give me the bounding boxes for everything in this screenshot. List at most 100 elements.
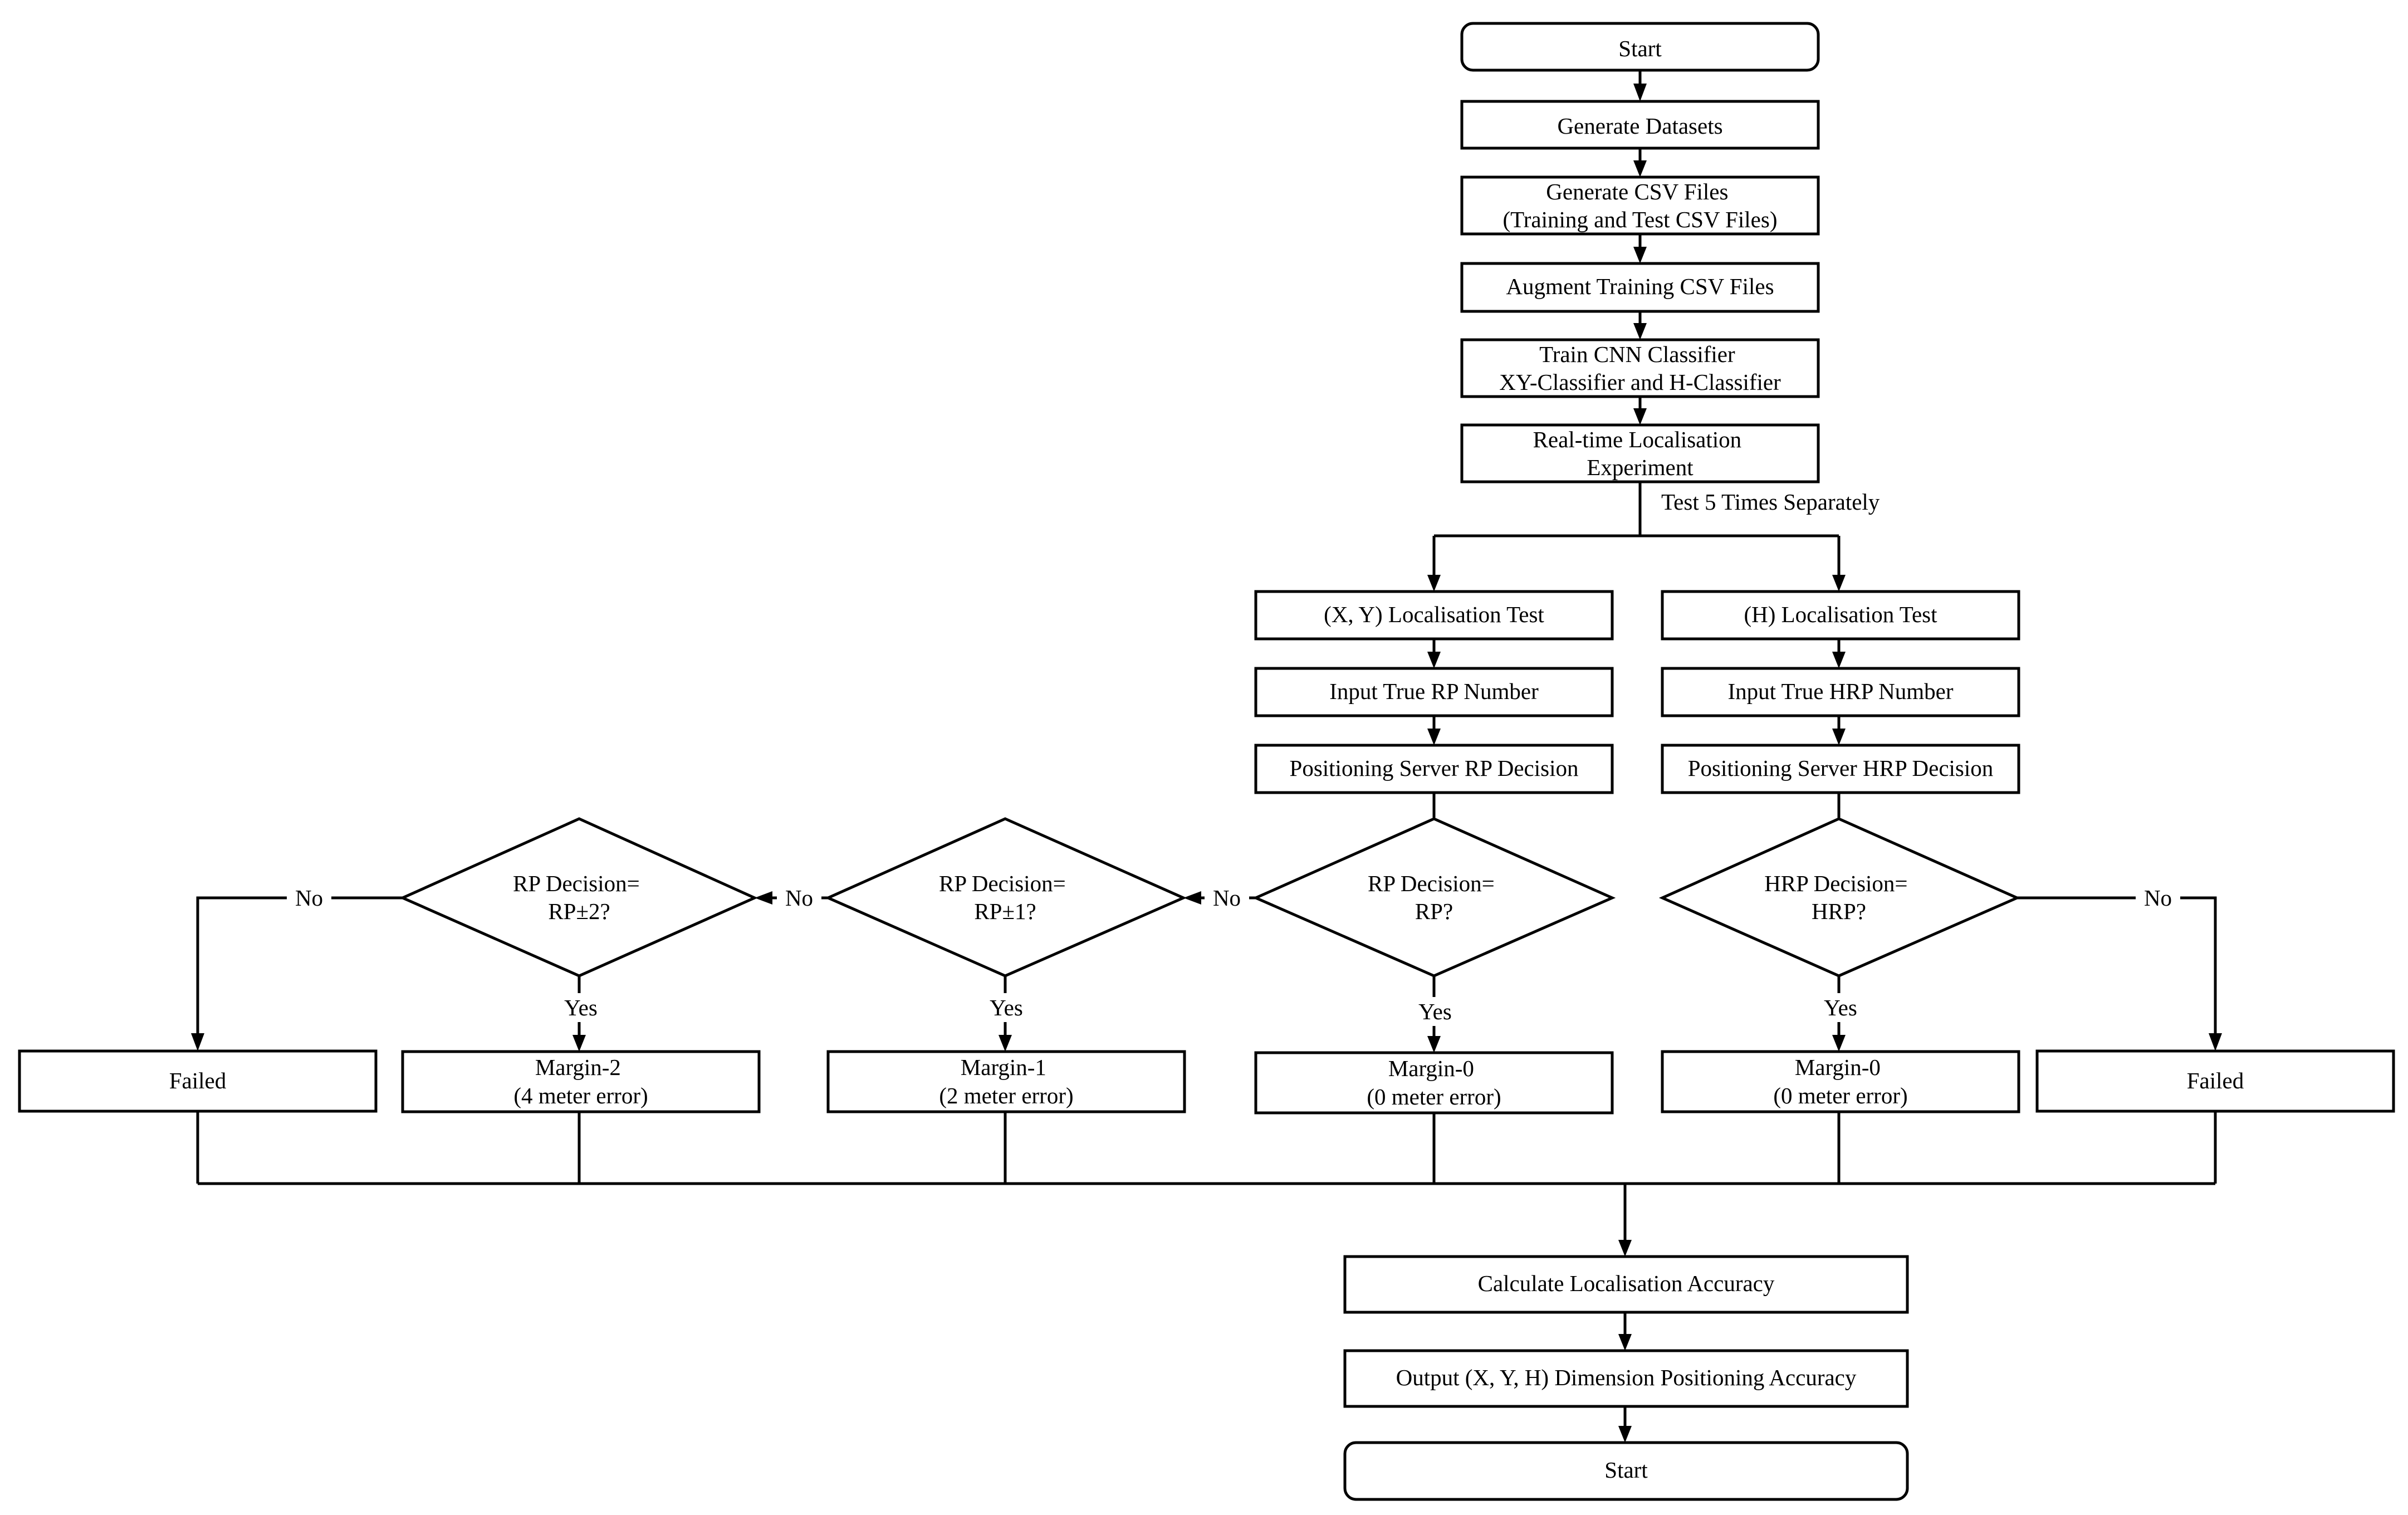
- arrowhead: [191, 1033, 204, 1051]
- decision-rp: [1252, 817, 1616, 978]
- calculate-accuracy-label: Calculate Localisation Accuracy: [1478, 1270, 1775, 1296]
- decision-rp2: [399, 817, 758, 978]
- realtime-experiment-node: [1460, 423, 1820, 483]
- margin0-xy-node: [1254, 1051, 1614, 1115]
- svg-text:Failed: Failed: [169, 1068, 226, 1093]
- train-cnn-node: [1460, 338, 1820, 398]
- arrowhead: [755, 891, 772, 905]
- margin0-xy-label-2: (0 meter error): [1367, 1084, 1501, 1110]
- h-input-node: [1661, 667, 2020, 717]
- svg-text:Real-time Localisation E: Real-time Localisation Experiment: [1533, 427, 1748, 480]
- svg-text:Margin-0 (0 meter error): Margin-0 (0 meter error): [1367, 1055, 1501, 1110]
- decision-rp1-label-1: RP Decision=: [939, 871, 1066, 896]
- decision-hrp-label-2: HRP?: [1812, 898, 1866, 924]
- margin1-node: [826, 1050, 1186, 1113]
- svg-text:Start: Start: [1618, 36, 1662, 61]
- svg-text:Input True RP Number: Input True RP Number: [1329, 678, 1539, 704]
- failed-left-label: Failed: [169, 1068, 226, 1093]
- margin0-h-label-1: Margin-0: [1795, 1054, 1881, 1080]
- svg-text:(H) Localisation Test: (H) Localisation Test: [1744, 602, 1937, 627]
- svg-text:Margin-0 (0 meter error): Margin-0 (0 meter error): [1773, 1054, 1907, 1108]
- svg-text:Margin-2 (4 meter error): Margin-2 (4 meter error): [513, 1054, 648, 1108]
- xy-input-label: Input True RP Number: [1329, 678, 1539, 704]
- h-test-label: (H) Localisation Test: [1744, 602, 1937, 627]
- arrowhead: [999, 1035, 1012, 1052]
- svg-text:Augment Training CSV Files: Augment Training CSV Files: [1506, 273, 1774, 299]
- arrowhead: [1618, 1426, 1632, 1443]
- arrowhead: [1633, 160, 1647, 177]
- decision-rp-label-1: RP Decision=: [1368, 871, 1495, 896]
- margin1-label-1: Margin-1: [961, 1054, 1046, 1080]
- svg-text:Train CNN Classifier XY-: Train CNN Classifier XY-Classifier and H…: [1499, 341, 1781, 395]
- margin2-node: [401, 1050, 761, 1113]
- no-label-rp: No: [1213, 885, 1241, 911]
- margin0-h-node: [1661, 1050, 2020, 1113]
- arrowhead: [1832, 729, 1846, 745]
- start-node: [1460, 22, 1820, 72]
- xy-server-node: [1254, 744, 1614, 794]
- svg-text:Failed: Failed: [2187, 1068, 2244, 1093]
- augment-label: Augment Training CSV Files: [1506, 273, 1774, 299]
- yes-label-rp1: Yes: [990, 995, 1023, 1020]
- h-input-label: Input True HRP Number: [1727, 678, 1953, 704]
- yes-label-rp2: Yes: [564, 995, 598, 1020]
- xy-server-label: Positioning Server RP Decision: [1290, 755, 1579, 781]
- connectors: [196, 69, 2217, 1433]
- generate-datasets-label: Generate Datasets: [1557, 113, 1722, 139]
- h-server-label: Positioning Server HRP Decision: [1688, 755, 1994, 781]
- output-accuracy-label: Output (X, Y, H) Dimension Positioning A…: [1396, 1365, 1857, 1390]
- decision-rp2-label-1: RP Decision=: [513, 871, 640, 896]
- arrowhead: [1183, 891, 1201, 905]
- arrowhead: [1618, 1240, 1632, 1257]
- svg-text:RP Decision= RP±1?: RP Decision= RP±1?: [939, 871, 1071, 924]
- svg-text:Start: Start: [1604, 1457, 1648, 1483]
- output-accuracy-node: [1343, 1349, 1909, 1408]
- yes-label-rp: Yes: [1418, 999, 1452, 1024]
- margin2-label-1: Margin-2: [535, 1054, 621, 1080]
- generate-datasets-node: [1460, 100, 1820, 150]
- edge-rp2-no: [196, 896, 403, 1039]
- augment-node: [1460, 262, 1820, 313]
- svg-text:Generate Datasets: Generate Datasets: [1557, 113, 1722, 139]
- h-server-node: [1661, 744, 2020, 794]
- start-label: Start: [1618, 36, 1662, 61]
- end-label: Start: [1604, 1457, 1648, 1483]
- generate-csv-label-1: Generate CSV Files: [1546, 179, 1728, 204]
- test-5-times-label: Test 5 Times Separately: [1661, 489, 1880, 515]
- svg-text:Output (X, Y, H) Dimension Pos: Output (X, Y, H) Dimension Positioning A…: [1396, 1365, 1857, 1390]
- decision-rp2-label-2: RP±2?: [548, 898, 610, 924]
- arrowhead: [1427, 729, 1441, 745]
- arrowhead: [1832, 652, 1846, 668]
- svg-text:Positioning Server HRP Decisio: Positioning Server HRP Decision: [1688, 755, 1994, 781]
- arrowhead: [1633, 247, 1647, 263]
- generate-csv-node: [1460, 175, 1820, 236]
- svg-text:RP Decision= RP?: RP Decision= RP?: [1368, 871, 1500, 924]
- svg-text:Calculate Localisation Accurac: Calculate Localisation Accuracy: [1478, 1270, 1775, 1296]
- realtime-label-1: Real-time Localisation: [1533, 427, 1742, 452]
- realtime-label-2: Experiment: [1587, 454, 1694, 480]
- margin0-h-label-2: (0 meter error): [1773, 1083, 1907, 1108]
- decision-hrp-label-1: HRP Decision=: [1764, 871, 1907, 896]
- generate-csv-label-2: (Training and Test CSV Files): [1503, 207, 1778, 232]
- svg-text:Positioning Server RP Decision: Positioning Server RP Decision: [1290, 755, 1579, 781]
- arrowhead: [572, 1035, 586, 1052]
- svg-text:RP Decision= RP±2?: RP Decision= RP±2?: [513, 871, 645, 924]
- decision-rp1: [824, 817, 1187, 978]
- decision-hrp: [1658, 817, 2021, 978]
- arrowhead: [1618, 1334, 1632, 1351]
- failed-left-node: [18, 1049, 378, 1113]
- h-test-node: [1661, 590, 2020, 641]
- arrowhead: [1832, 1035, 1846, 1052]
- arrowhead: [1633, 84, 1647, 101]
- arrowheads: [191, 84, 2222, 1443]
- decision-rp1-label-2: RP±1?: [974, 898, 1036, 924]
- train-cnn-label-2: XY-Classifier and H-Classifier: [1499, 369, 1781, 395]
- arrowhead: [1832, 575, 1846, 592]
- yes-label-hrp: Yes: [1824, 995, 1857, 1020]
- arrowhead: [1427, 652, 1441, 668]
- margin0-xy-label-1: Margin-0: [1388, 1055, 1474, 1081]
- calculate-accuracy-node: [1343, 1255, 1909, 1314]
- no-label-rp2: No: [295, 885, 323, 911]
- nodes: Start Generate Datasets Generate CSV Fil…: [18, 22, 2395, 1501]
